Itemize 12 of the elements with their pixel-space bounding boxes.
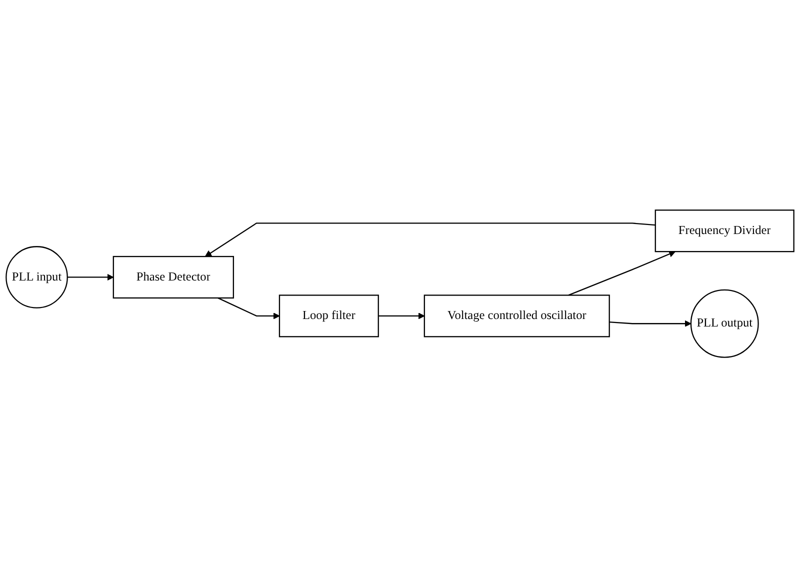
arrow: [568, 250, 676, 296]
arrow: [204, 222, 656, 257]
arrow: [67, 274, 114, 280]
arrow: [378, 312, 425, 320]
node-box: Phase Detector: [112, 256, 234, 298]
node-box: Loop filter: [278, 294, 379, 338]
arrow: [609, 320, 692, 327]
node-box: Frequency Divider: [654, 209, 794, 252]
node-box: Voltage controlled oscillator: [424, 294, 610, 338]
node-circle: PLL output: [690, 289, 759, 358]
node-circle: PLL input: [6, 246, 68, 308]
arrow: [218, 297, 280, 320]
